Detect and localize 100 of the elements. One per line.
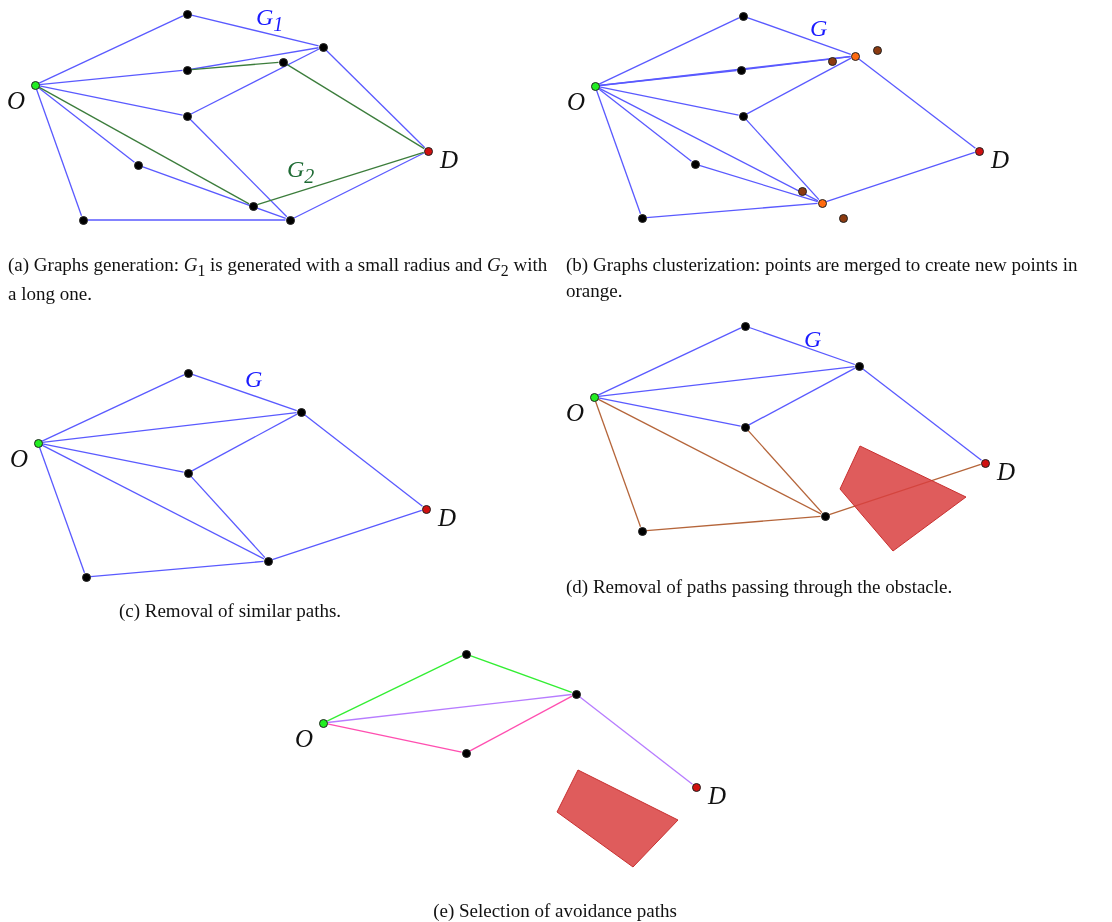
graph-edge xyxy=(747,429,823,514)
graph-edge xyxy=(578,696,694,785)
point-label: O xyxy=(10,446,29,471)
figure-caption: (b) Graphs clusterization: points are merged to create new points in orange. xyxy=(566,253,1079,303)
point-label: O xyxy=(295,726,314,751)
graph-edge xyxy=(189,118,288,218)
graph-edge xyxy=(190,48,320,115)
graph-point xyxy=(571,689,581,699)
graph-edge xyxy=(469,654,573,694)
graph-point xyxy=(461,748,471,758)
graph-edge xyxy=(41,374,185,442)
start-point xyxy=(30,80,40,90)
graph-point xyxy=(81,572,91,582)
graph-edge xyxy=(748,326,856,366)
graph-point xyxy=(690,159,700,169)
graph-edge xyxy=(303,414,424,507)
graph-edge xyxy=(594,400,642,528)
graph-edge xyxy=(597,365,856,398)
point-label: O xyxy=(566,400,585,425)
graph-edge xyxy=(595,89,642,215)
graph-point xyxy=(637,213,647,223)
graph-point xyxy=(740,422,750,432)
cluster-point xyxy=(838,213,848,223)
graph-edge xyxy=(41,444,265,560)
graph-edge xyxy=(256,151,425,206)
point-label: D xyxy=(997,459,1016,484)
graph-edge xyxy=(745,118,820,201)
graph-edge xyxy=(190,61,280,71)
start-point xyxy=(589,392,599,402)
graph-point xyxy=(854,361,864,371)
graph-point xyxy=(285,215,295,225)
graph-point xyxy=(296,407,306,417)
cluster-point xyxy=(797,186,807,196)
graph-point xyxy=(318,42,328,52)
destination-point xyxy=(974,146,984,156)
graph-edge xyxy=(746,16,852,56)
figure-caption: (d) Removal of paths passing through the obstacle. xyxy=(566,575,954,599)
graph-edge xyxy=(597,88,693,162)
graph-edge xyxy=(38,446,86,574)
graph-name: G xyxy=(804,327,822,351)
graph-edge xyxy=(326,655,463,722)
figure-caption: (e) Selection of avoidance paths xyxy=(432,899,678,922)
graph-point xyxy=(78,215,88,225)
graph-edge xyxy=(190,475,266,559)
cluster-point xyxy=(827,56,837,66)
graph-edge xyxy=(645,515,822,532)
graph-edge xyxy=(86,219,287,221)
graph-edge xyxy=(41,443,185,473)
graph-edge xyxy=(326,723,463,753)
figure-caption: (c) Removal of similar paths. xyxy=(117,599,343,623)
graph-edge xyxy=(597,397,742,427)
start-point xyxy=(33,438,43,448)
merged-point xyxy=(850,51,860,61)
graph-point xyxy=(182,65,192,75)
graph-point xyxy=(182,9,192,19)
destination-point xyxy=(423,146,433,156)
point-label: D xyxy=(991,147,1010,172)
graph-edge xyxy=(190,47,320,70)
figure-caption: (a) Graphs generation: G$_{1}$ is generated with a small radius and G$_{2}$ with a long one. xyxy=(8,253,549,307)
graph-point xyxy=(736,65,746,75)
graph-point xyxy=(637,526,647,536)
graph-edge xyxy=(89,560,265,578)
graph-point xyxy=(263,556,273,566)
destination-point xyxy=(421,504,431,514)
point-label: O xyxy=(7,88,26,113)
graph-edge xyxy=(698,164,819,203)
graph-edge xyxy=(41,411,298,444)
graph-point xyxy=(182,111,192,121)
graph-edge xyxy=(286,63,425,150)
graph-edge xyxy=(645,202,819,219)
graph-edge xyxy=(857,58,977,149)
graph-point xyxy=(820,511,830,521)
graph-point xyxy=(133,160,143,170)
graph-point xyxy=(183,468,193,478)
graph-name: G xyxy=(810,16,828,40)
graph-name: G xyxy=(245,367,263,391)
graph-name: G$_{1}$ xyxy=(256,5,284,34)
point-label: D xyxy=(708,783,727,808)
graph-edge xyxy=(37,87,136,163)
graph-edge xyxy=(191,413,298,472)
merged-point xyxy=(817,198,827,208)
start-point xyxy=(318,718,328,728)
graph-edge xyxy=(598,86,740,116)
graph-edge xyxy=(748,367,856,426)
graph-edge xyxy=(38,85,184,116)
graph-edge xyxy=(597,327,742,396)
graph-point xyxy=(738,11,748,21)
graph-edge xyxy=(191,373,298,412)
graph-edge xyxy=(598,87,819,202)
graph-point xyxy=(461,649,471,659)
graph-point xyxy=(183,368,193,378)
graph-point xyxy=(740,321,750,331)
graph-edge xyxy=(38,86,250,205)
graph-edge xyxy=(38,69,184,86)
start-point xyxy=(590,81,600,91)
point-label: D xyxy=(438,505,457,530)
graph-edge xyxy=(326,693,573,724)
graph-edge xyxy=(35,88,83,217)
graph-edge xyxy=(293,152,425,219)
graph-edge xyxy=(141,165,287,220)
